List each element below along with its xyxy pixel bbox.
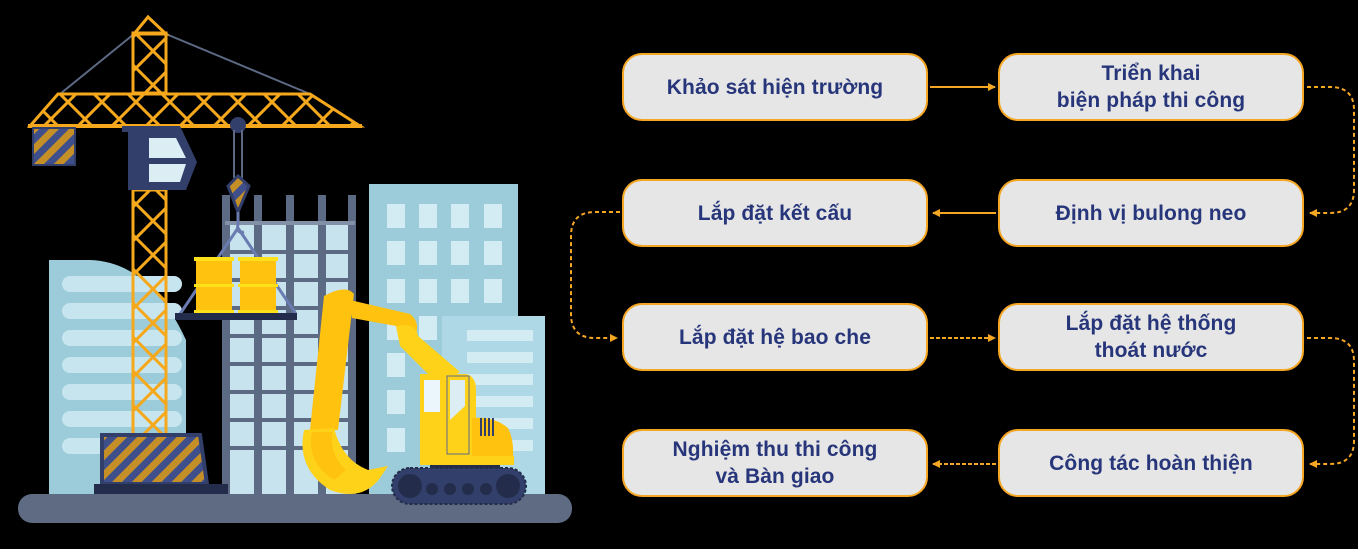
arrow-step2-to-step3 — [1307, 86, 1355, 217]
step-1-site-survey[interactable]: Khảo sát hiện trường — [622, 53, 928, 121]
step-label: Nghiệm thu thi công và Bàn giao — [672, 438, 878, 488]
step-label: Định vị bulong neo — [1055, 201, 1247, 225]
step-4-structure-installation[interactable]: Lắp đặt kết cấu — [622, 179, 928, 247]
excavator — [302, 289, 527, 505]
step-label: Lắp đặt hệ thống thoát nước — [1065, 312, 1237, 362]
construction-site-illustration — [18, 14, 572, 523]
arrow-step6-to-step7 — [1307, 337, 1355, 468]
step-label: Công tác hoàn thiện — [1049, 451, 1253, 475]
step-3-anchor-bolt-positioning[interactable]: Định vị bulong neo — [998, 179, 1304, 247]
step-label: Triển khai biện pháp thi công — [1056, 62, 1246, 112]
step-label: Lắp đặt hệ bao che — [679, 325, 871, 349]
crane-hook-with-barrels — [175, 117, 298, 320]
step-label: Khảo sát hiện trường — [666, 75, 884, 99]
step-5-cladding-installation[interactable]: Lắp đặt hệ bao che — [622, 303, 928, 371]
step-7-finishing-work[interactable]: Công tác hoàn thiện — [998, 429, 1304, 497]
tower-crane — [26, 14, 366, 494]
step-8-acceptance-handover[interactable]: Nghiệm thu thi công và Bàn giao — [622, 429, 928, 497]
step-6-drainage-installation[interactable]: Lắp đặt hệ thống thoát nước — [998, 303, 1304, 371]
step-2-construction-method[interactable]: Triển khai biện pháp thi công — [998, 53, 1304, 121]
step-label: Lắp đặt kết cấu — [697, 201, 853, 225]
